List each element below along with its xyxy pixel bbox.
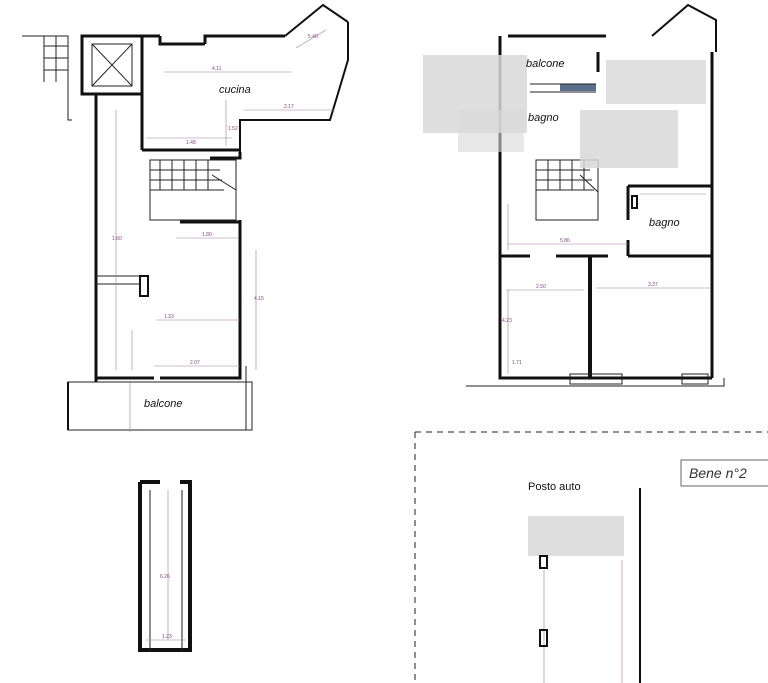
dim-label: 2.07 xyxy=(190,360,200,366)
parking-plan xyxy=(414,431,768,683)
dim-label: 1.80 xyxy=(202,232,212,238)
dim-label: 4.15 xyxy=(254,296,264,302)
dim-label: 2.50 xyxy=(536,284,546,290)
dim-label: 5.40 xyxy=(308,34,318,40)
garage-plan: 6.26 1.23 xyxy=(138,480,192,652)
dim-label: 1.23 xyxy=(162,634,172,640)
right-floor-plan xyxy=(466,3,725,387)
dim-label: 4.23 xyxy=(502,318,512,324)
room-label-balcone-right: balcone xyxy=(526,58,565,70)
room-label-bagno-top: bagno xyxy=(528,112,559,124)
right-plan-dimensions: 5.86 2.50 3.37 1.71 4.23 xyxy=(502,238,658,366)
dim-label: 3.37 xyxy=(648,282,658,288)
dim-label: 5.86 xyxy=(560,238,570,244)
left-plan-dimensions: 4.11 5.40 2.17 1.52 1.48 1.60 1.80 4.15 … xyxy=(112,34,318,366)
dim-label: 2.17 xyxy=(284,104,294,110)
posto-auto-label: Posto auto xyxy=(528,481,581,493)
room-label-cucina: cucina xyxy=(219,84,251,96)
dim-label: 1.71 xyxy=(512,360,522,366)
bene-badge-label: Bene n°2 xyxy=(689,465,747,481)
dim-label: 1.48 xyxy=(186,140,196,146)
dim-label: 1.60 xyxy=(112,236,122,242)
blurred-regions xyxy=(423,55,706,556)
room-label-bagno: bagno xyxy=(649,217,680,229)
dim-label: 1.52 xyxy=(228,126,238,132)
dim-label: 1.33 xyxy=(164,314,174,320)
room-label-balcone-left: balcone xyxy=(144,398,183,410)
dim-label: 6.26 xyxy=(160,574,170,580)
dim-label: 4.11 xyxy=(212,66,222,72)
left-floor-plan xyxy=(22,3,349,432)
bene-badge: Bene n°2 xyxy=(680,459,768,487)
